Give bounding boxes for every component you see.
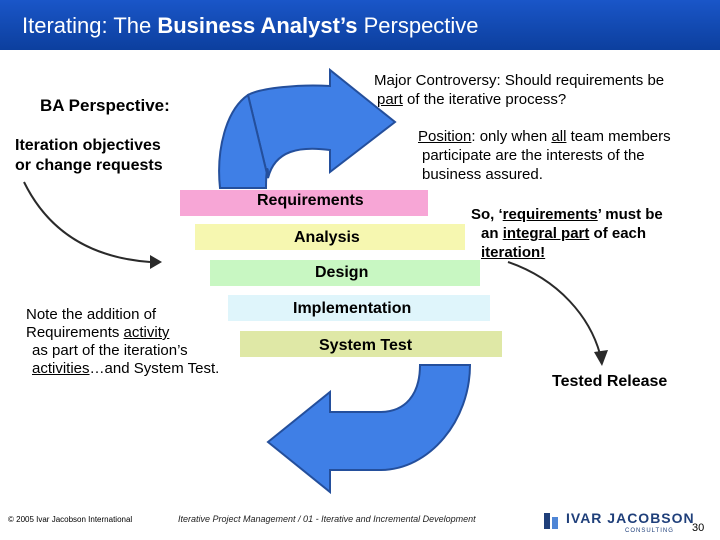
analysis-band (195, 224, 465, 250)
system-test-label: System Test (319, 337, 413, 354)
logo-sub-text: CONSULTING (625, 528, 674, 534)
implementation-label: Implementation (293, 300, 412, 317)
so-note-line-2: an integral part of each (471, 224, 663, 243)
iteration-objectives-line-2: or change requests (15, 157, 163, 174)
so-note-d: of each (589, 225, 647, 242)
note-line-4: activities…and System Test. (26, 360, 219, 378)
page-title: Iterating: The Business Analyst’s Perspe… (22, 13, 479, 39)
requirements-label: Requirements (257, 192, 364, 209)
note-requirements: Requirements (26, 324, 124, 341)
footer-course: Iterative Project Management / 01 - Iter… (178, 514, 476, 524)
so-note-line-1: So, ‘requirements’ must be (471, 205, 663, 224)
controversy-part: part (377, 91, 403, 108)
controversy-line-1: Major Controversy: Should requirements b… (374, 72, 665, 89)
note-activities: activities (32, 360, 90, 377)
controversy-rest: of the iterative process? (402, 91, 567, 108)
note-system-test: …and System Test. (89, 360, 220, 377)
system-test-band (240, 331, 502, 357)
so-note-iteration: iteration! (481, 244, 546, 261)
footer-copyright: © 2005 Ivar Jacobson International (8, 515, 133, 524)
note-line-2: Requirements activity (26, 324, 219, 342)
so-note-c: an (481, 225, 503, 242)
ba-perspective-label: BA Perspective: (40, 96, 170, 115)
position-text: Position: only when all team members par… (418, 127, 671, 184)
note-activity: activity (123, 324, 170, 341)
design-band (210, 260, 480, 286)
so-note-integral-part: integral part (502, 225, 590, 242)
objectives-arrowhead (150, 255, 162, 269)
title-part-business-analyst: Business Analyst’s (157, 13, 358, 38)
iteration-objectives-line-1: Iteration objectives (15, 137, 161, 154)
release-arrowhead (594, 350, 608, 366)
so-note-requirements: requirements (502, 206, 598, 223)
logo-text: IVAR JACOBSON (566, 510, 695, 526)
note-line-3: as part of the iteration’s (32, 342, 188, 359)
position-text-b: team members (566, 128, 671, 145)
position-all: all (551, 128, 567, 145)
so-note-b: ’ must be (597, 206, 663, 223)
tested-release-label: Tested Release (552, 373, 668, 390)
so-note-line-3: iteration! (471, 243, 663, 262)
analysis-label: Analysis (294, 229, 360, 246)
controversy-line-2: part of the iterative process? (374, 90, 664, 109)
note-text: Note the addition of Requirements activi… (26, 306, 219, 378)
title-bar: Iterating: The Business Analyst’s Perspe… (0, 0, 720, 50)
controversy-text: Major Controversy: Should requirements b… (374, 71, 664, 109)
objectives-arrow (23, 181, 151, 263)
logo-mark-icon (544, 513, 558, 529)
design-label: Design (315, 264, 369, 281)
title-part-the: : The (101, 13, 158, 38)
page-number: 30 (692, 522, 705, 534)
iteration-objectives-text: Iteration objectives or change requests (15, 136, 163, 176)
title-part-perspective: Perspective (357, 13, 479, 38)
so-note-text: So, ‘requirements’ must be an integral p… (471, 205, 663, 262)
top-cycle-arrow (246, 67, 397, 179)
title-part-iterating: Iterating (22, 13, 102, 38)
position-line-2: participate are the interests of the (422, 147, 645, 164)
position-text-a: : only when (471, 128, 552, 145)
position-line-1: Position: only when all team members (418, 127, 671, 146)
position-line-3: business assured. (422, 166, 543, 183)
bottom-cycle-arrow (266, 364, 472, 495)
requirements-band (180, 190, 428, 216)
top-cycle-arrow-tail (218, 93, 269, 189)
release-arrow (507, 261, 601, 355)
implementation-band (228, 295, 490, 321)
note-line-1: Note the addition of (26, 306, 157, 323)
position-label: Position (418, 128, 472, 145)
so-note-a: So, ‘ (471, 206, 503, 223)
